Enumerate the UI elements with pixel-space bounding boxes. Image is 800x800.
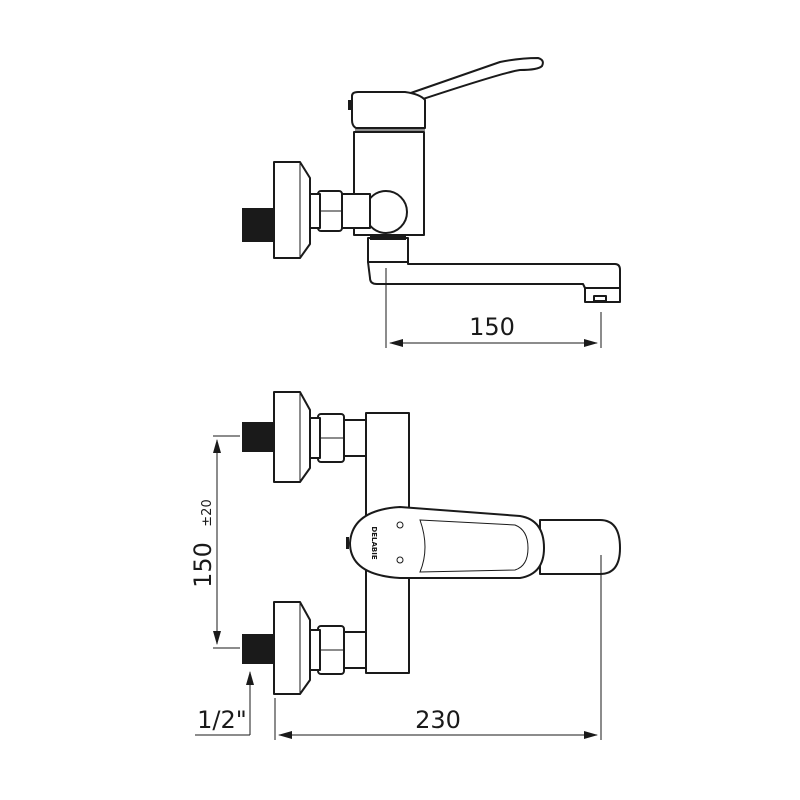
- brand-logo: DELABIE: [370, 526, 378, 559]
- lever-front: [539, 519, 621, 575]
- eccentric-connector: [364, 190, 408, 234]
- side-view: 150: [242, 57, 621, 348]
- dimension-label-inlet-spacing: 150: [189, 542, 217, 588]
- lever-cap-front: [349, 506, 545, 579]
- spout: [367, 261, 621, 289]
- upper-inlet: [242, 391, 367, 483]
- lever-handle: [404, 57, 544, 101]
- dimension-label-thread: 1/2": [197, 706, 247, 734]
- front-view: DELABIE 150 ±20 1/2" 230: [189, 391, 621, 740]
- cartridge-cap: [351, 91, 426, 129]
- dimension-tolerance: ±20: [200, 499, 215, 526]
- threaded-inlet: [242, 208, 274, 242]
- dimension-label-overall-width: 230: [415, 706, 461, 734]
- lower-inlet: [242, 601, 367, 695]
- cap-button: [348, 100, 352, 110]
- dimension-label-spout-reach: 150: [469, 313, 515, 341]
- wall-flange: [273, 161, 311, 259]
- spout-swivel: [367, 237, 409, 263]
